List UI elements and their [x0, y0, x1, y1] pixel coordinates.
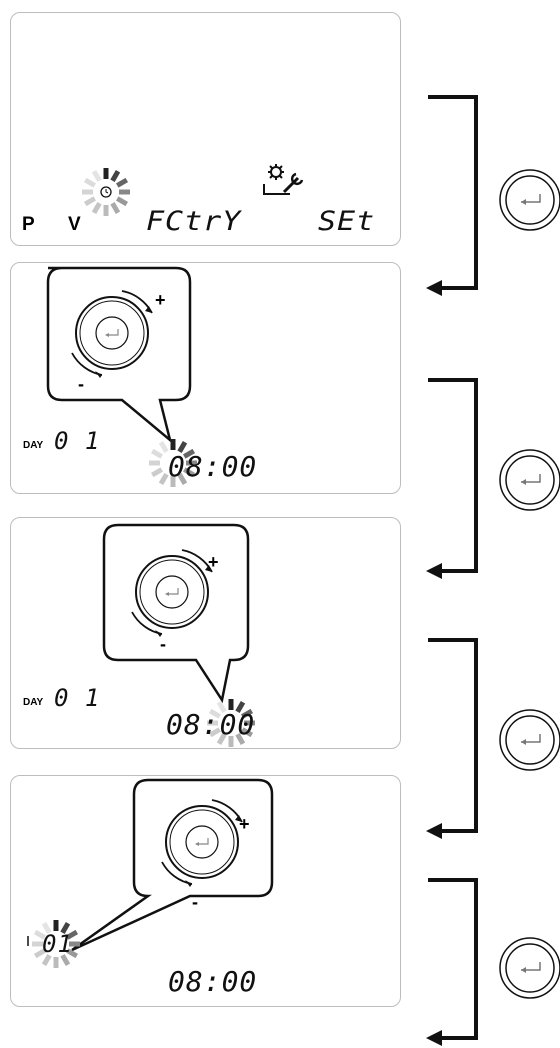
enter-button-icon — [499, 169, 560, 231]
time-display: 08:00 — [166, 708, 256, 741]
mode-display: FCtrY — [146, 205, 242, 238]
knob-plus-label: + — [155, 290, 166, 310]
knob-minus-label: - — [160, 634, 166, 654]
time-display: 08:00 — [168, 450, 258, 483]
gear-wrench-icon — [263, 164, 304, 195]
flow-arrow-icon — [428, 95, 478, 1040]
time-display: 08:00 — [168, 965, 258, 998]
day-display: 0 1 — [54, 684, 101, 712]
set-display: SEt — [318, 205, 376, 238]
clock-spinner-icon — [82, 168, 130, 216]
enter-button-icon — [499, 937, 560, 999]
knob-plus-label: + — [239, 814, 250, 834]
vacation-label: V — [68, 214, 81, 235]
knob-minus-label: - — [192, 892, 198, 912]
day-label: DAY — [23, 440, 44, 451]
knob-minus-label: - — [78, 374, 84, 394]
enter-button-icon — [499, 449, 560, 511]
day-display: 01 — [42, 930, 73, 958]
speech-bubble — [71, 778, 274, 952]
step1-panel — [10, 12, 401, 246]
program-label: P — [22, 214, 35, 235]
day-label: DAY — [23, 697, 44, 708]
enter-button-icon — [499, 709, 560, 771]
knob-plus-label: + — [208, 552, 219, 572]
day-display: 0 1 — [54, 427, 101, 455]
